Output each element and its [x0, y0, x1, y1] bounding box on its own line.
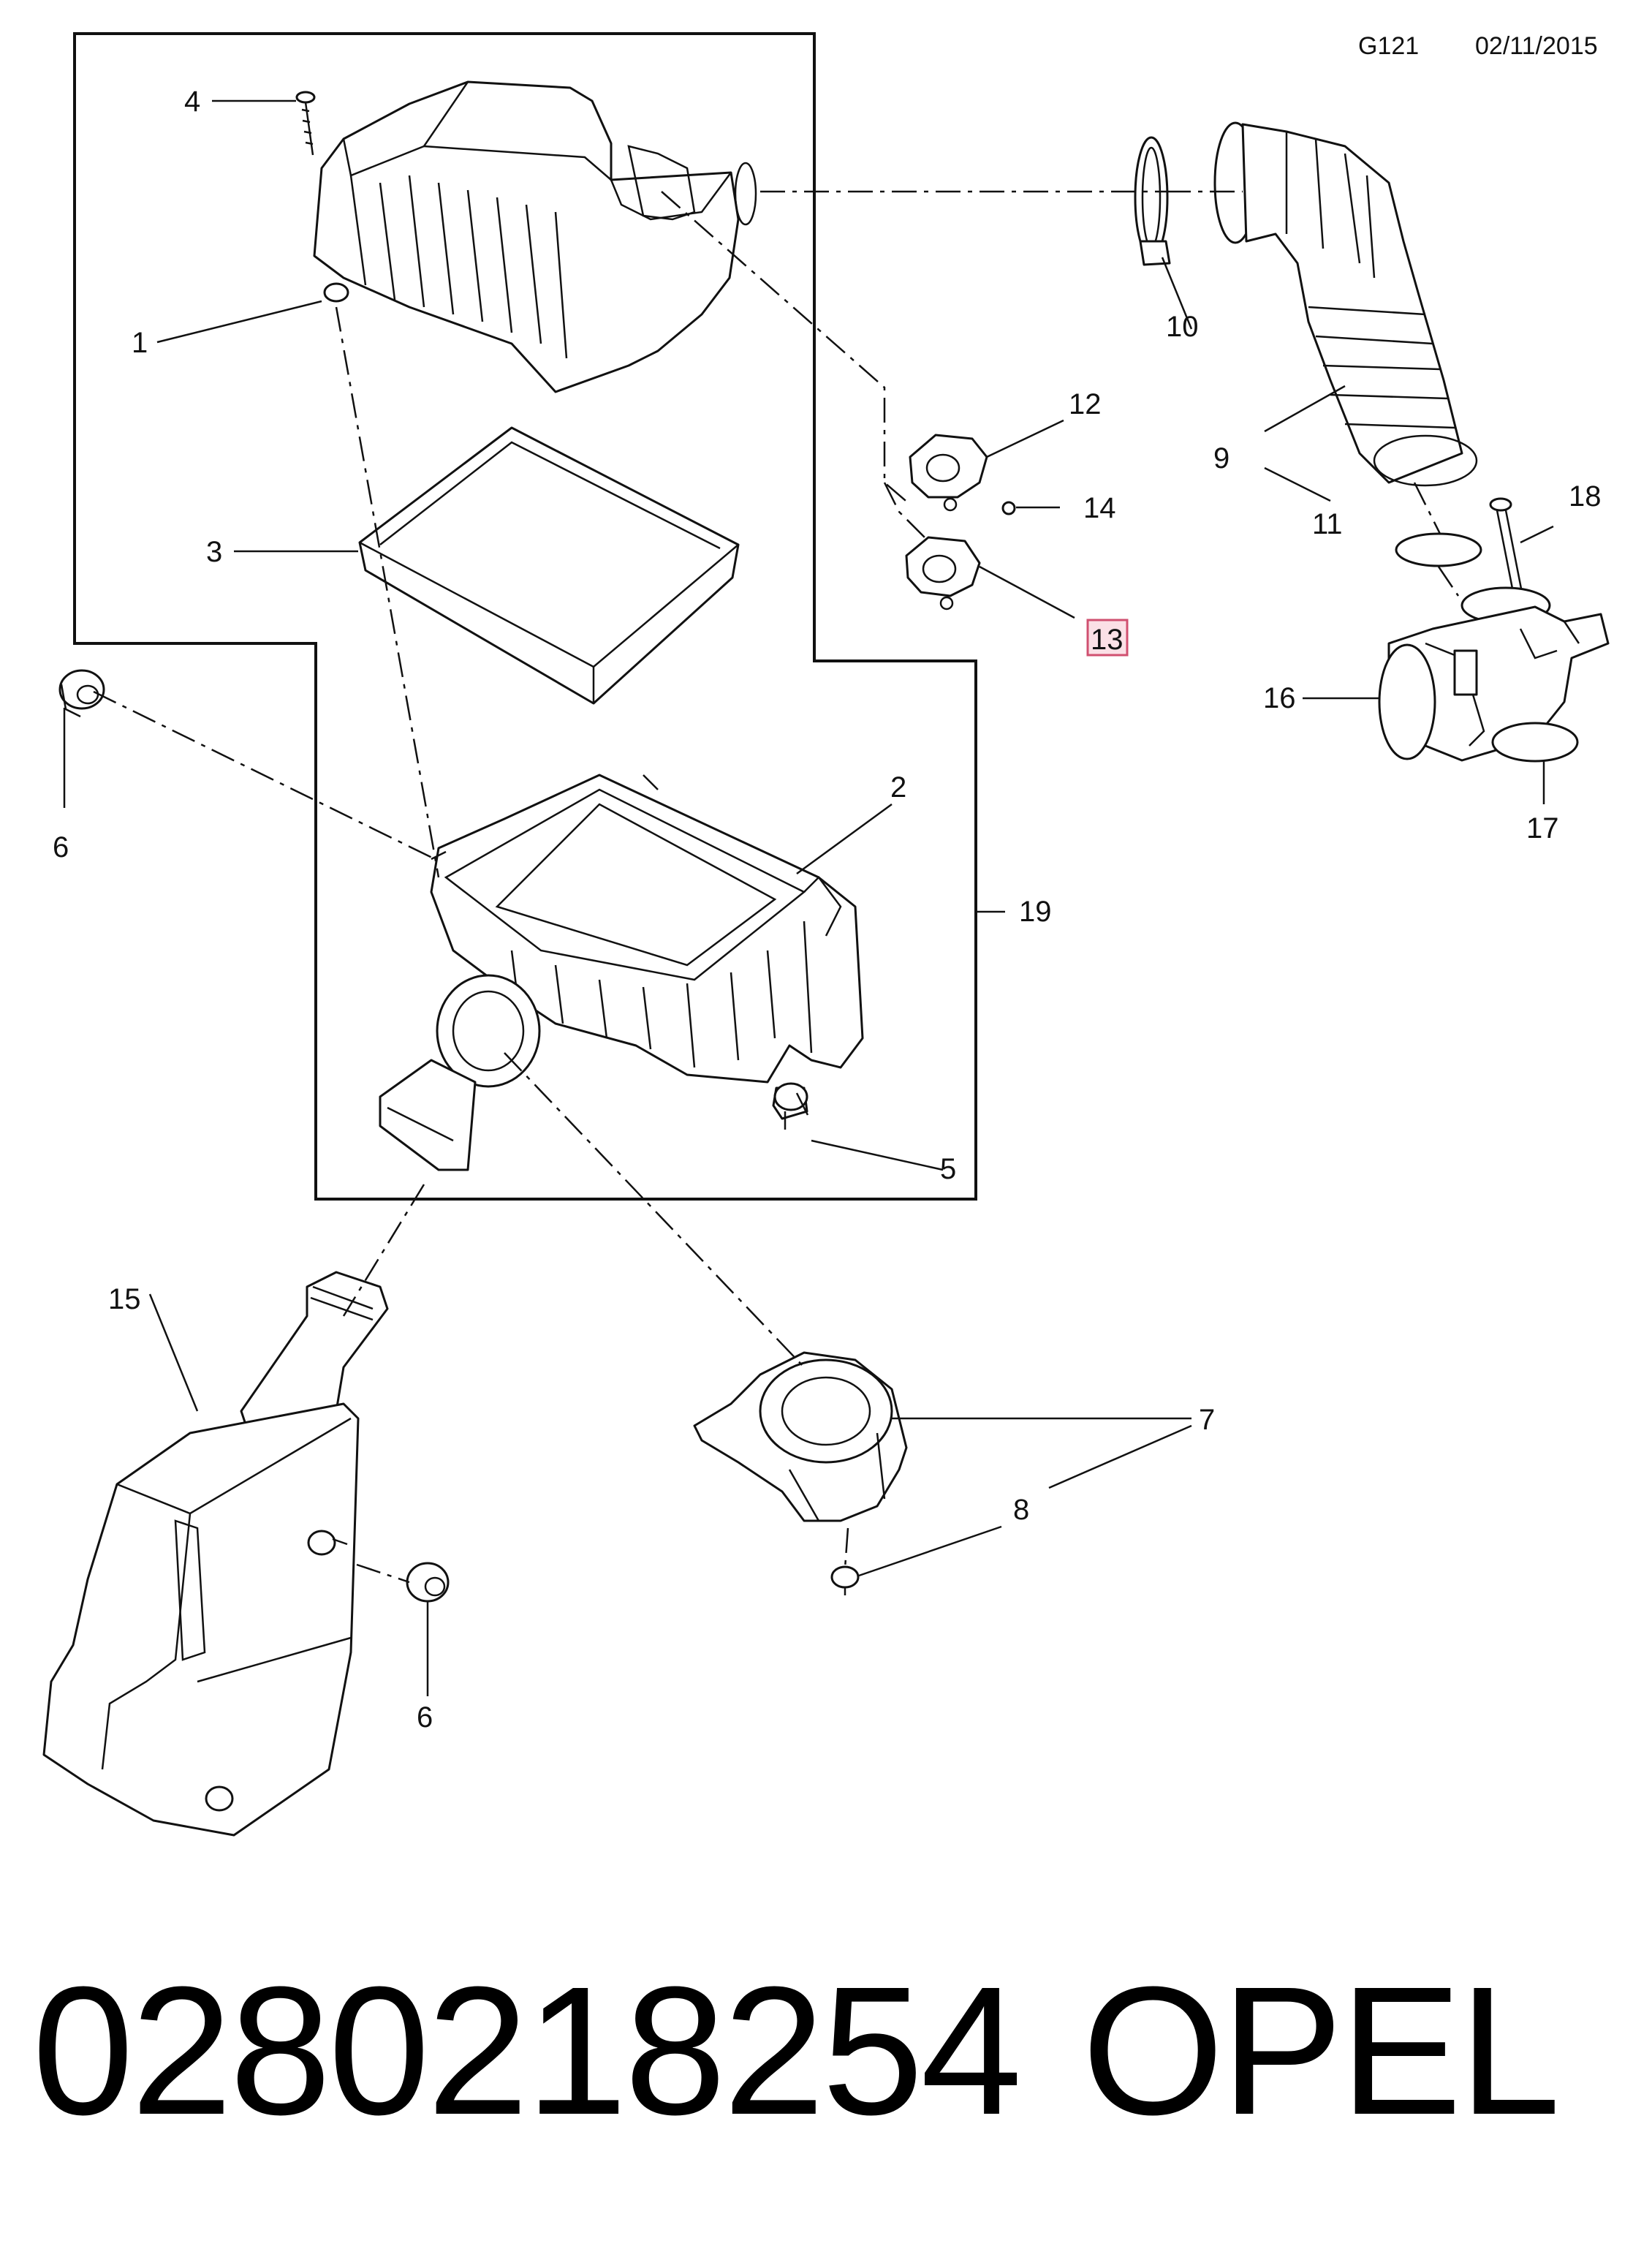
diagram-code: G121	[1358, 32, 1420, 60]
callout-18: 18	[1569, 480, 1602, 513]
diagram-date: 02/11/2015	[1475, 32, 1598, 60]
callout-14: 14	[1083, 492, 1116, 524]
gasket-part-17	[1491, 722, 1579, 763]
bolt-part	[295, 91, 316, 156]
callout-13-highlight	[1086, 619, 1129, 657]
callout-6-upper: 6	[53, 831, 69, 863]
air-flow-sensor-part-12	[909, 434, 988, 512]
leader-lines	[63, 99, 1554, 1696]
part-number-caption: 0280218254	[32, 1948, 1022, 2152]
air-flow-sensor-part-13	[905, 536, 981, 611]
callout-4: 4	[184, 86, 200, 118]
callout-6-lower: 6	[417, 1701, 433, 1734]
intake-hose-part-9	[1213, 121, 1478, 487]
seal-ring-part-14	[1001, 501, 1016, 515]
grommet-part-8	[830, 1565, 860, 1595]
grommet-part-upper	[58, 669, 105, 718]
callout-15: 15	[108, 1283, 141, 1315]
assembly-frame	[73, 32, 977, 1201]
brand-caption: OPEL	[1082, 1948, 1561, 2152]
throttle-body-part-16	[1378, 586, 1610, 762]
filter-element-part	[358, 426, 740, 705]
callout-5: 5	[940, 1153, 956, 1185]
callout-9: 9	[1213, 442, 1229, 475]
callout-7: 7	[1199, 1404, 1215, 1436]
resonator-part-15	[42, 1271, 389, 1837]
hose-clamp-part-10	[1134, 136, 1171, 266]
callout-17: 17	[1526, 812, 1559, 844]
callout-1: 1	[132, 327, 148, 359]
callout-10: 10	[1166, 311, 1199, 343]
grommet-part-lower	[406, 1562, 450, 1603]
callout-11: 11	[1312, 508, 1343, 540]
callout-8: 8	[1013, 1494, 1029, 1526]
assembly-lines	[93, 190, 1460, 1584]
intake-duct-part-7	[693, 1351, 908, 1522]
callout-3: 3	[206, 536, 222, 568]
callout-16: 16	[1263, 682, 1296, 714]
seal-ring-part-11	[1395, 532, 1482, 567]
callout-19: 19	[1019, 896, 1052, 928]
air-cleaner-cover-part	[313, 80, 757, 393]
air-cleaner-housing-part	[379, 774, 864, 1171]
grommet-part-5	[773, 1082, 808, 1130]
callout-13: 13	[1091, 624, 1124, 656]
callout-12: 12	[1069, 388, 1102, 420]
bolt-part-18	[1489, 497, 1523, 593]
callout-2: 2	[890, 771, 906, 804]
callout-labels: 4 1 3 2 19 5 6 6 7 8 9 10 11 12 13 14 15…	[53, 86, 1602, 1734]
